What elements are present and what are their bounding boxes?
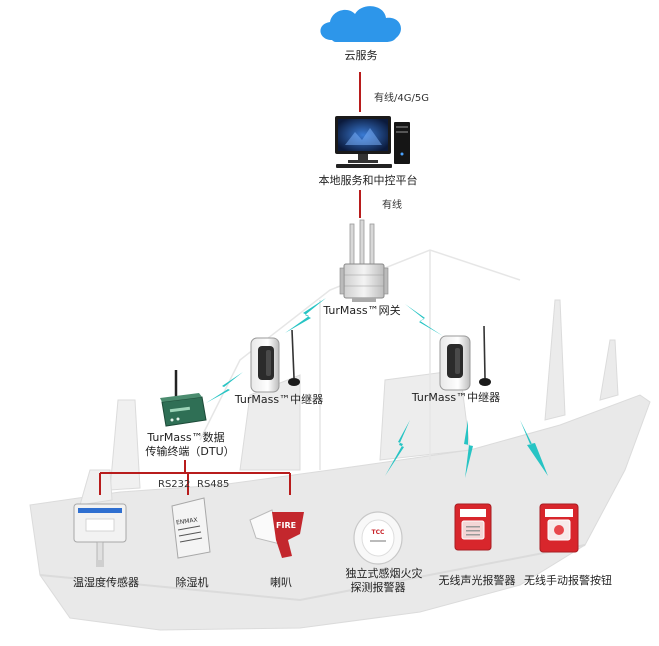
link-label-server-gateway: 有线 xyxy=(382,198,402,211)
dtu-icon xyxy=(160,370,207,427)
link-label-rs232: RS232 xyxy=(158,479,190,490)
dtu-label-line2: 传输终端（DTU） xyxy=(145,444,234,458)
server-label: 本地服务和中控平台 xyxy=(319,173,418,187)
wireless-links xyxy=(206,298,548,478)
horn-fire-text: FIRE xyxy=(276,521,296,530)
left-repeater-label: TurMass™中继器 xyxy=(234,393,323,406)
cloud-icon xyxy=(320,6,401,42)
smoke-detector-label-line2: 探测报警器 xyxy=(351,580,406,594)
sound-light-alarm-label: 无线声光报警器 xyxy=(439,573,516,587)
wireless-to-manual-button xyxy=(520,420,548,476)
gateway-icon xyxy=(339,219,389,302)
wireless-gateway-right-repeater xyxy=(405,304,443,336)
dehumidifier-brand: ENMAX xyxy=(176,517,198,527)
smoke-detector-brand: TCC xyxy=(372,529,385,536)
smoke-detector-icon: TCC xyxy=(353,511,403,565)
right-repeater-label: TurMass™中继器 xyxy=(411,391,500,404)
smoke-detector-label-line1: 独立式感烟火灾 xyxy=(346,566,423,580)
gateway-label: TurMass™网关 xyxy=(322,303,400,317)
horn-icon: FIRE xyxy=(249,509,304,558)
dehumidifier-label: 除湿机 xyxy=(176,575,209,589)
sound-light-alarm-icon xyxy=(454,503,492,551)
server-icon xyxy=(335,116,410,168)
manual-alarm-button-label: 无线手动报警按钮 xyxy=(524,573,612,587)
wireless-to-smoke-detector xyxy=(385,420,410,476)
link-label-rs485: RS485 xyxy=(197,479,229,490)
press-button-icon xyxy=(554,525,564,535)
dtu-label-line1: TurMass™数据 xyxy=(146,430,224,444)
horn-label: 喇叭 xyxy=(270,575,292,589)
wireless-to-sound-light-alarm xyxy=(464,420,473,478)
link-label-cloud-server: 有线/4G/5G xyxy=(374,91,429,104)
manual-alarm-button-icon xyxy=(539,503,579,553)
ship-background xyxy=(29,249,651,631)
dehumidifier-icon: ENMAX xyxy=(171,497,211,559)
dtu-bus xyxy=(99,460,291,495)
left-repeater-icon xyxy=(250,329,300,393)
right-repeater-icon xyxy=(439,325,491,391)
cloud-label: 云服务 xyxy=(345,49,378,62)
temp-humidity-sensor-label: 温湿度传感器 xyxy=(73,575,139,589)
temp-humidity-sensor-icon xyxy=(73,503,127,567)
